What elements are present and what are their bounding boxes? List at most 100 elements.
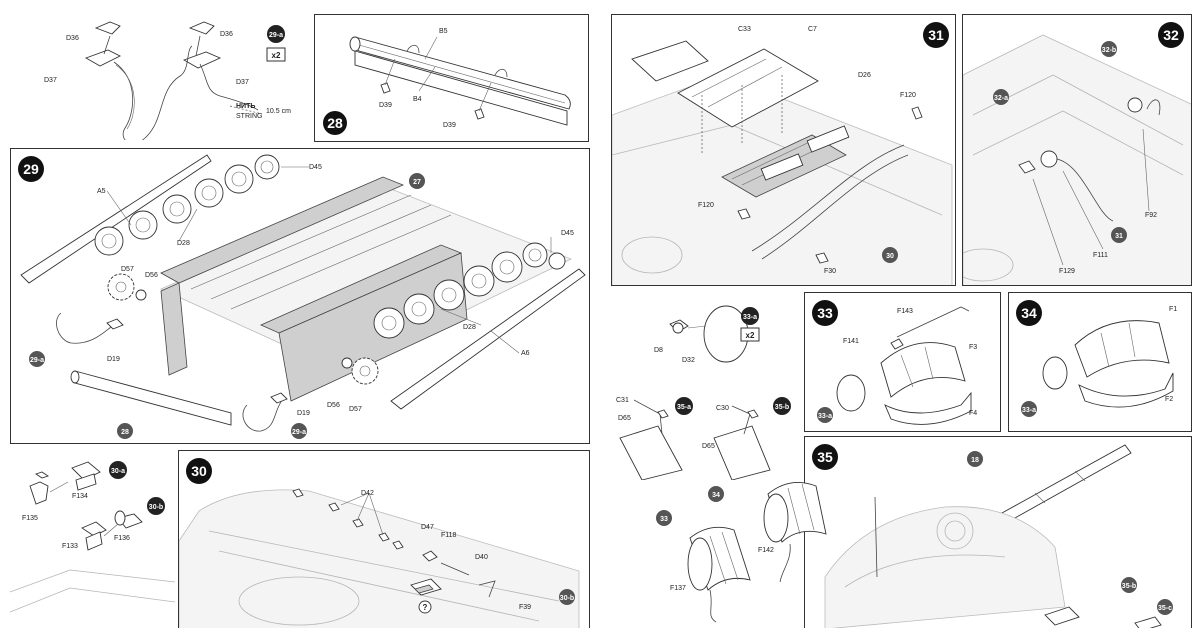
ref-badge [1111, 227, 1127, 243]
step-35-drums: F137 F142 34 33 [650, 470, 830, 628]
part-label: F137 [670, 585, 686, 592]
part-label: F92 [1145, 212, 1157, 219]
ref-badge-label: 27 [413, 179, 421, 186]
part-label: D32 [682, 357, 695, 364]
qty-label: x2 [746, 331, 755, 340]
part-label: F143 [897, 308, 913, 315]
step-number: 32 [1163, 27, 1179, 43]
part-label: D36 [66, 35, 79, 42]
step-28-drawing: B5 D39 B4 D39 28 [323, 28, 571, 135]
part-label: D42 [361, 490, 374, 497]
ref-badge [291, 423, 307, 439]
ref-badge-label: 32-a [994, 95, 1008, 102]
step-number: 31 [928, 27, 944, 43]
part-label: F39 [519, 604, 531, 611]
ref-badge-label: 33-a [818, 413, 832, 420]
part-label: D36 [220, 31, 233, 38]
drum-bottom-f4 [884, 391, 972, 425]
step-32-drawing: F92 F111 F129 32-b 32-a 31 32 [963, 22, 1191, 285]
ref-badge [1121, 577, 1137, 593]
step-35-drums-drawing: F137 F142 34 33 [656, 481, 827, 623]
step-32-panel: F92 F111 F129 32-b 32-a 31 32 [962, 14, 1192, 286]
part-label: F30 [824, 268, 836, 275]
ref-badge [1021, 401, 1037, 417]
part-label: D57 [349, 406, 362, 413]
part-label: F142 [758, 547, 774, 554]
qty-box [266, 47, 286, 62]
step-number: 30 [191, 463, 207, 479]
step-31-drawing: C33 C7 D26 F120 F120 F30 30 31 [612, 22, 953, 285]
part-label: F135 [22, 515, 38, 522]
ref-badge-label: 29-a [292, 429, 306, 436]
step-number-circle [186, 458, 212, 484]
part-label: B5 [439, 28, 448, 35]
step-number: 33 [817, 305, 833, 321]
step-29-drawing: D45 A5 D28 D57 D56 D19 D45 D28 A6 D56 D5… [18, 154, 586, 439]
part-label: F111 [1093, 252, 1108, 259]
ref-badge [708, 486, 724, 502]
part-label: F141 [843, 338, 859, 345]
ref-badge [1157, 599, 1173, 615]
step-badge [741, 307, 759, 325]
step-number-circle [812, 300, 838, 326]
ref-badge [409, 173, 425, 189]
step-30-sub-drawing: F135 F134 F133 F136 30-a 30-b [10, 461, 175, 613]
step-number: 28 [327, 115, 343, 131]
part-label: F4 [969, 410, 977, 417]
part-label: D37 [44, 77, 57, 84]
step-number-circle [812, 444, 838, 470]
part-label: D45 [309, 164, 322, 171]
part-label: F129 [1059, 268, 1075, 275]
question-mark-icon: ? [423, 603, 428, 612]
part-label: B4 [413, 96, 422, 103]
ref-badge [559, 589, 575, 605]
part-label: C31 [616, 397, 629, 404]
part-label: D45 [561, 230, 574, 237]
ref-badge [882, 247, 898, 263]
part-label: D19 [297, 410, 310, 417]
part-label: C30 [716, 405, 729, 412]
step-35-panel: 18 35-b 35-c 35 [804, 436, 1192, 628]
qty-label: x2 [272, 51, 281, 60]
ref-badge [967, 451, 983, 467]
ref-badge-label: 31 [1115, 233, 1123, 240]
step-28-panel: B5 D39 B4 D39 28 [314, 14, 589, 142]
badge-label: 35-a [677, 404, 691, 411]
step-35-drawing: 18 35-b 35-c 35 [812, 444, 1173, 628]
part-label: A5 [97, 188, 106, 195]
part-label: D57 [121, 266, 134, 273]
ref-badge [817, 407, 833, 423]
engine-deck-c7 [677, 48, 819, 128]
step-badge [675, 397, 693, 415]
tow-cable-drawing: D36 D36 D37 D37 НИТЬ STRING 10.5 cm 29-a… [44, 21, 291, 140]
part-label: F3 [969, 344, 977, 351]
ref-badge-label: 18 [971, 457, 979, 464]
road-wheels-left [94, 154, 280, 256]
badge-label: 29-a [269, 32, 283, 39]
qty-box [740, 327, 760, 342]
part-label: F134 [72, 493, 88, 500]
step-number: 34 [1021, 305, 1037, 321]
step-number: 29 [23, 161, 39, 177]
step-number-circle [1016, 300, 1042, 326]
string-label-en: STRING [236, 113, 262, 120]
badge-label: 33-a [743, 314, 757, 321]
part-label: D39 [379, 102, 392, 109]
step-35ab-drawing: C31 D65 C30 D65 35-a 35-b [616, 397, 791, 480]
part-label: F118 [441, 532, 457, 539]
step-30-panel: ? D42 D47 F118 D40 F39 30-b 30 [178, 450, 590, 628]
step-29a-inset: D36 D36 D37 D37 НИТЬ STRING 10.5 cm 29-a… [30, 10, 300, 140]
drum-top-f3 [880, 342, 966, 398]
step-badge [147, 497, 165, 515]
track-left [160, 176, 405, 284]
ref-badge [993, 89, 1009, 105]
part-label: D56 [145, 272, 158, 279]
part-label: F1 [1169, 306, 1177, 313]
badge-label: 30-b [149, 504, 163, 511]
step-33-panel: F143 F141 F3 F4 33-a 33 [804, 292, 1001, 432]
part-label: D56 [327, 402, 340, 409]
step-number-circle [923, 22, 949, 48]
string-length: 10.5 cm [266, 108, 291, 115]
ref-badge-label: 29-a [30, 357, 44, 364]
ref-badge-label: 32-b [1102, 47, 1116, 54]
